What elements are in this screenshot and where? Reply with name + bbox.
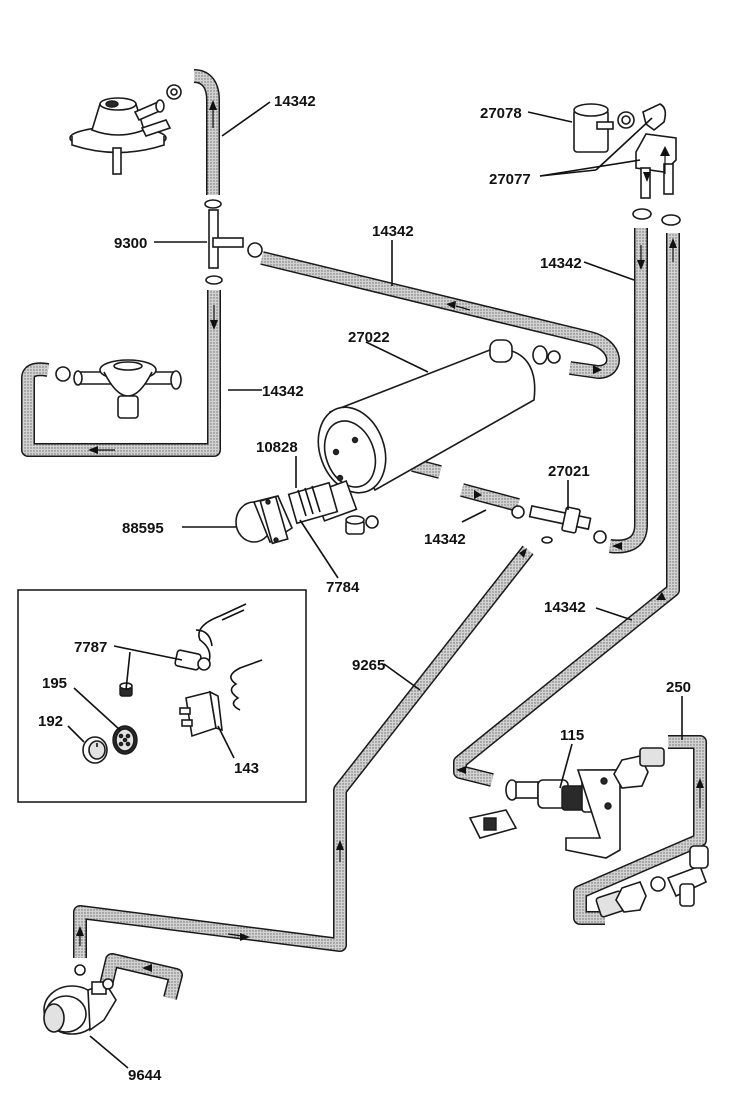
check-valve-27021 [511, 504, 607, 544]
flow-arrow-icon [669, 238, 677, 262]
flow-arrow-icon [474, 490, 482, 499]
flow-arrow-icon [696, 778, 704, 808]
elbow-fitting [642, 103, 667, 132]
flow-arrow-icon [456, 766, 466, 774]
callout-27078: 27078 [480, 105, 522, 122]
y-fitting [666, 845, 709, 907]
filter-cylinder-27078 [573, 103, 614, 153]
callout-14342: 14342 [274, 93, 316, 110]
flow-arrow-icon [76, 926, 84, 946]
sleeve-10828 [287, 481, 339, 525]
clamp-ring [166, 84, 182, 100]
callout-9300: 9300 [114, 235, 147, 252]
callout-250: 250 [666, 679, 691, 696]
callout-9265: 9265 [352, 657, 385, 674]
callout-192: 192 [38, 713, 63, 730]
knob-195 [112, 725, 138, 755]
leader-lines [67, 101, 683, 1069]
flow-arrow-icon [336, 840, 344, 862]
callout-115: 115 [560, 727, 584, 744]
flow-arrow-icon [593, 365, 602, 374]
callout-14342: 14342 [544, 599, 586, 616]
hose-upper-vertical [193, 69, 220, 195]
hose-short-middle [460, 483, 520, 512]
callout-27022: 27022 [348, 329, 390, 346]
callout-labels: 14342 27078 27077 9300 14342 14342 27022… [38, 93, 691, 1084]
flow-arrow-icon [209, 100, 217, 128]
sensor-coil-7787 [174, 603, 247, 671]
hose-long-diagonal [260, 251, 620, 379]
callout-7787: 7787 [74, 639, 107, 656]
flow-arrow-icon [227, 933, 250, 941]
connector-27077 [635, 133, 677, 199]
callout-88595: 88595 [122, 520, 164, 537]
hose-250-loop [573, 735, 707, 925]
hose-right-tall [609, 228, 648, 554]
callout-14342: 14342 [424, 531, 466, 548]
callout-143: 143 [234, 760, 259, 777]
flow-arrow-icon [210, 305, 218, 330]
flow-arrow-icon [88, 446, 115, 454]
hose-pump-outlet [99, 953, 183, 1000]
tee-fitting-9300 [205, 209, 263, 285]
clamp-ring [661, 214, 681, 226]
callout-14342: 14342 [262, 383, 304, 400]
callout-195: 195 [42, 675, 67, 692]
callout-14342: 14342 [540, 255, 582, 272]
vacuum-valve-left [55, 359, 182, 419]
o-ring [617, 111, 635, 129]
clamp-ring [204, 199, 222, 209]
callout-9644: 9644 [128, 1067, 162, 1084]
plug-fitting [345, 515, 379, 535]
flow-arrow-icon [637, 245, 645, 270]
element-88595 [235, 495, 294, 545]
pump-115 [505, 769, 621, 859]
knob-192 [82, 736, 108, 764]
callout-7784: 7784 [326, 579, 360, 596]
water-pump-9644 [43, 964, 117, 1035]
hose-right-long [453, 233, 680, 787]
hose-left-loop [21, 290, 221, 457]
callout-10828: 10828 [256, 439, 298, 456]
heater-canister-27022 [313, 339, 561, 522]
inset-panel [17, 589, 307, 803]
hex-fitting [613, 747, 665, 789]
flow-arrow-icon [142, 964, 152, 972]
connector-block [468, 809, 518, 839]
thermostat-143 [179, 659, 263, 738]
callout-27077: 27077 [489, 171, 531, 188]
fitting-250-lower [595, 876, 666, 918]
flow-arrow-icon [612, 542, 622, 550]
flow-arrow-icon [446, 301, 471, 311]
callout-14342: 14342 [372, 223, 414, 240]
flow-arrow-icon [519, 548, 527, 558]
vacuum-valve-top [69, 97, 172, 175]
callout-27021: 27021 [548, 463, 590, 480]
clamp-ring [632, 208, 652, 220]
flow-arrow-icon [656, 592, 666, 600]
flow-arrows [76, 100, 704, 972]
